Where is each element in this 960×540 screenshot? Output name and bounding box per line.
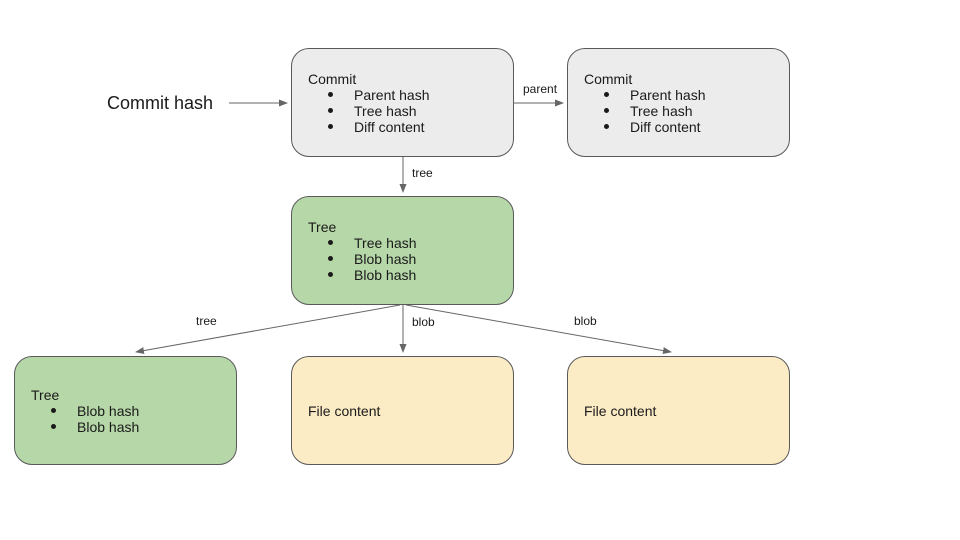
node-title: File content xyxy=(584,402,657,419)
node-title: Tree xyxy=(308,218,337,235)
bullet-item: Tree hash xyxy=(568,103,789,119)
node-title: Tree xyxy=(31,386,60,403)
bullet-item: Diff content xyxy=(292,119,513,135)
bullet-item: Tree hash xyxy=(292,235,513,251)
bullet-item: Tree hash xyxy=(292,103,513,119)
bullet-item: Blob hash xyxy=(15,403,236,419)
node-title: File content xyxy=(308,402,381,419)
node-title: Commit xyxy=(308,70,357,87)
bullet-item: Blob hash xyxy=(292,267,513,283)
bullet-list: Blob hash Blob hash xyxy=(15,403,236,435)
node-title: Commit xyxy=(584,70,633,87)
edge-label-blob-right: blob xyxy=(574,314,597,328)
bullet-item: Blob hash xyxy=(15,419,236,435)
file-content-node-1: File content xyxy=(291,356,514,465)
edge-label-blob-mid: blob xyxy=(412,315,435,329)
bullet-item: Diff content xyxy=(568,119,789,135)
bullet-item: Parent hash xyxy=(568,87,789,103)
arrow-blob-right xyxy=(405,304,672,355)
commit-hash-label: Commit hash xyxy=(107,93,214,113)
tree-node-main: Tree Tree hash Blob hash Blob hash xyxy=(291,196,514,305)
edge-label-tree-sub: tree xyxy=(196,314,217,328)
bullet-list: Parent hash Tree hash Diff content xyxy=(292,87,513,135)
bullet-list: Parent hash Tree hash Diff content xyxy=(568,87,789,135)
bullet-item: Blob hash xyxy=(292,251,513,267)
commit-node-parent: Commit Parent hash Tree hash Diff conten… xyxy=(567,48,790,157)
file-content-node-2: File content xyxy=(567,356,790,465)
bullet-item: Parent hash xyxy=(292,87,513,103)
edge-label-tree: tree xyxy=(412,166,433,180)
bullet-list: Tree hash Blob hash Blob hash xyxy=(292,235,513,283)
commit-node-main: Commit Parent hash Tree hash Diff conten… xyxy=(291,48,514,157)
arrow-tree-sub xyxy=(135,304,401,355)
edge-label-parent: parent xyxy=(523,82,558,96)
tree-node-sub: Tree Blob hash Blob hash xyxy=(14,356,237,465)
